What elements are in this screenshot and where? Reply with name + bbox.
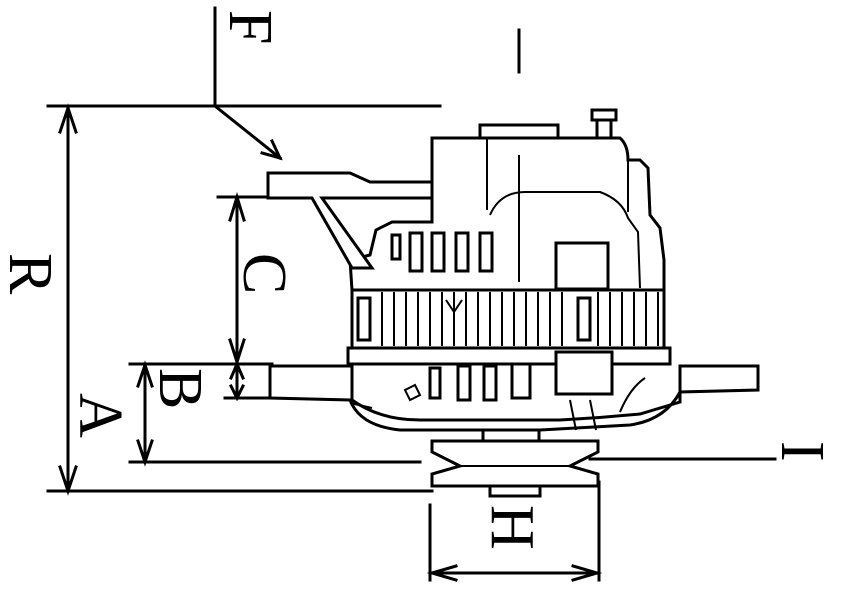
front-vent-slot (456, 364, 472, 402)
front-vent-slot (510, 362, 532, 400)
h-arrow-left (426, 564, 458, 582)
vent-slot (408, 231, 424, 273)
vent-slot (454, 231, 470, 273)
label-a: A (66, 393, 134, 438)
lower-mounting-ear (268, 364, 760, 432)
vent-slot (430, 231, 446, 273)
front-housing-lip (346, 346, 672, 366)
housing-seam (349, 402, 373, 409)
front-rib (619, 377, 646, 413)
dimension-lines (46, 6, 777, 582)
alternator-body (266, 108, 760, 498)
vent-slot (478, 231, 494, 273)
label-r: R (0, 253, 64, 295)
terminal-bolt-shank (595, 118, 613, 140)
c-arrow-bottom (228, 338, 246, 367)
stator-band (350, 288, 666, 350)
stator-fins (381, 292, 659, 346)
r-arrow-top (58, 103, 78, 134)
label-b: B (146, 368, 214, 409)
rear-housing-contour (489, 191, 641, 289)
label-h: H (478, 505, 546, 550)
label-f: F (216, 10, 284, 44)
stator-winding-left (356, 296, 372, 342)
vent-slot (390, 233, 402, 261)
dimension-labels: F R C B A H I (0, 10, 836, 550)
small-tab (403, 383, 422, 402)
front-terminal-block (554, 350, 614, 396)
support-ribs (569, 399, 597, 431)
upper-mounting-ear (266, 171, 434, 270)
h-arrow-right (571, 564, 603, 582)
f-leader-arrow-line (212, 103, 283, 161)
rear-housing (348, 136, 666, 292)
front-vent-slot (428, 366, 442, 400)
label-c: C (230, 253, 298, 294)
pulley (430, 439, 600, 488)
rear-terminal-block (554, 241, 610, 291)
label-i: I (768, 441, 836, 462)
shaft-nut (488, 484, 542, 498)
stator-notch (445, 299, 463, 314)
stator-winding-right (576, 296, 592, 342)
f-arrowhead (260, 139, 283, 161)
front-vent-slot (482, 364, 498, 402)
